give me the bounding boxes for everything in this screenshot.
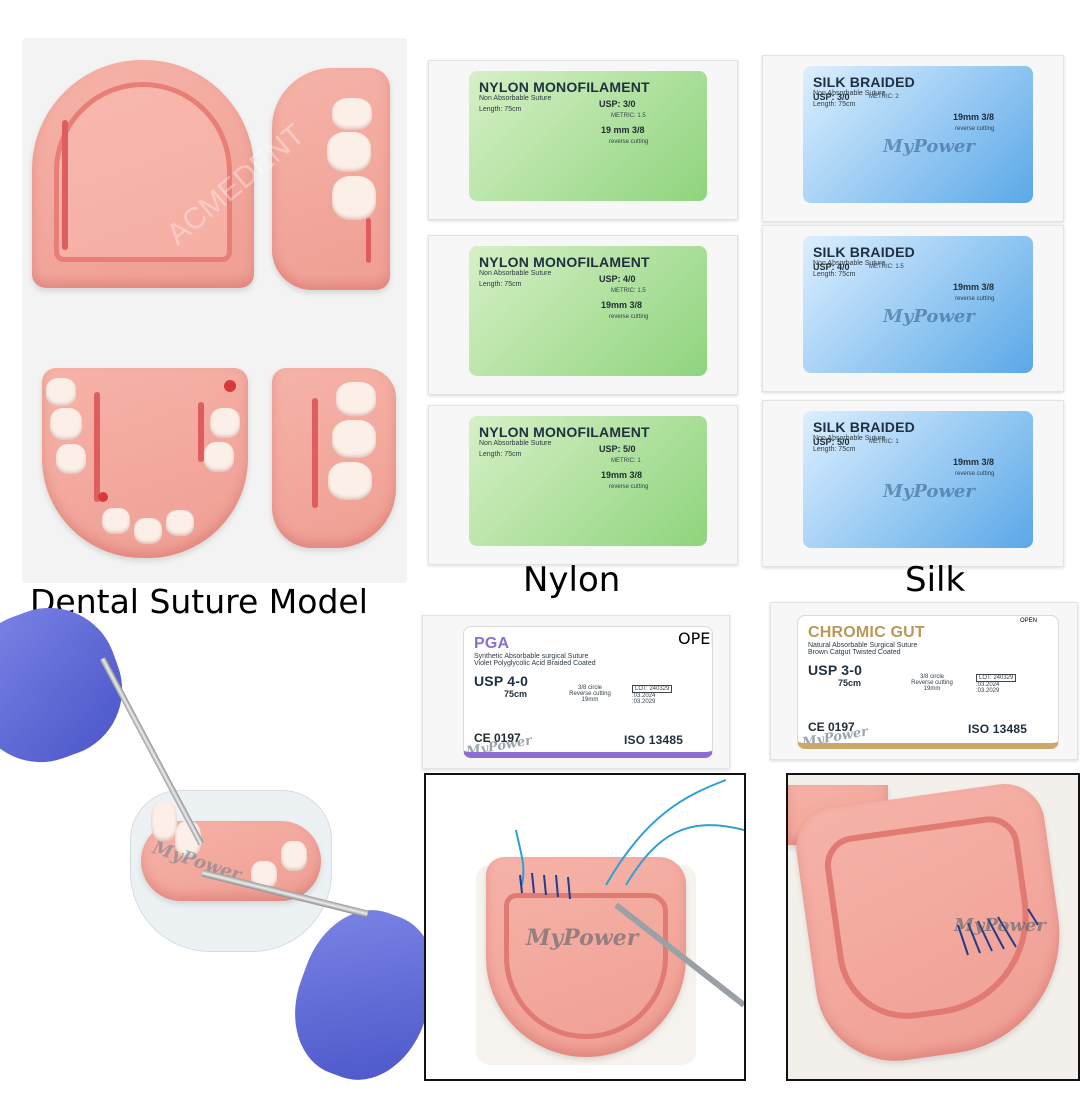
silk-caption: Silk [905,560,966,600]
pga-title: PGA [474,635,510,652]
packet-title: SILK BRAIDED [813,244,915,260]
chromic-gut-title: CHROMIC GUT [808,624,925,641]
packet-title: NYLON MONOFILAMENT [479,254,650,270]
pga-packet: PGA Synthetic Absorbable surgical Suture… [422,615,730,769]
sutured-arch-photo: MyPower [424,773,746,1081]
packet-title: SILK BRAIDED [813,419,915,435]
packet-title: SILK BRAIDED [813,74,915,90]
sutured-side-photo: MyPower [786,773,1080,1081]
jaw-model-photo: MyPower [0,588,456,1097]
dental-suture-model-caption: Dental Suture Model [30,582,368,621]
suture-model-tray: ACMEDENT [22,38,407,583]
clear-jaw-model: MyPower [130,790,332,952]
suture-thread-icon [515,779,744,1008]
lower-side-gum [272,368,396,548]
upper-side-gum [272,68,390,290]
suture-stitches-icon [957,908,1039,956]
upper-arch-gum [32,60,254,288]
packet-title: NYLON MONOFILAMENT [479,79,650,95]
lower-arch-gum [42,368,248,558]
nylon-caption: Nylon [523,560,621,600]
packet-title: NYLON MONOFILAMENT [479,424,650,440]
chromic-gut-packet: CHROMIC GUT Natural Absorbable Surgical … [770,602,1078,760]
